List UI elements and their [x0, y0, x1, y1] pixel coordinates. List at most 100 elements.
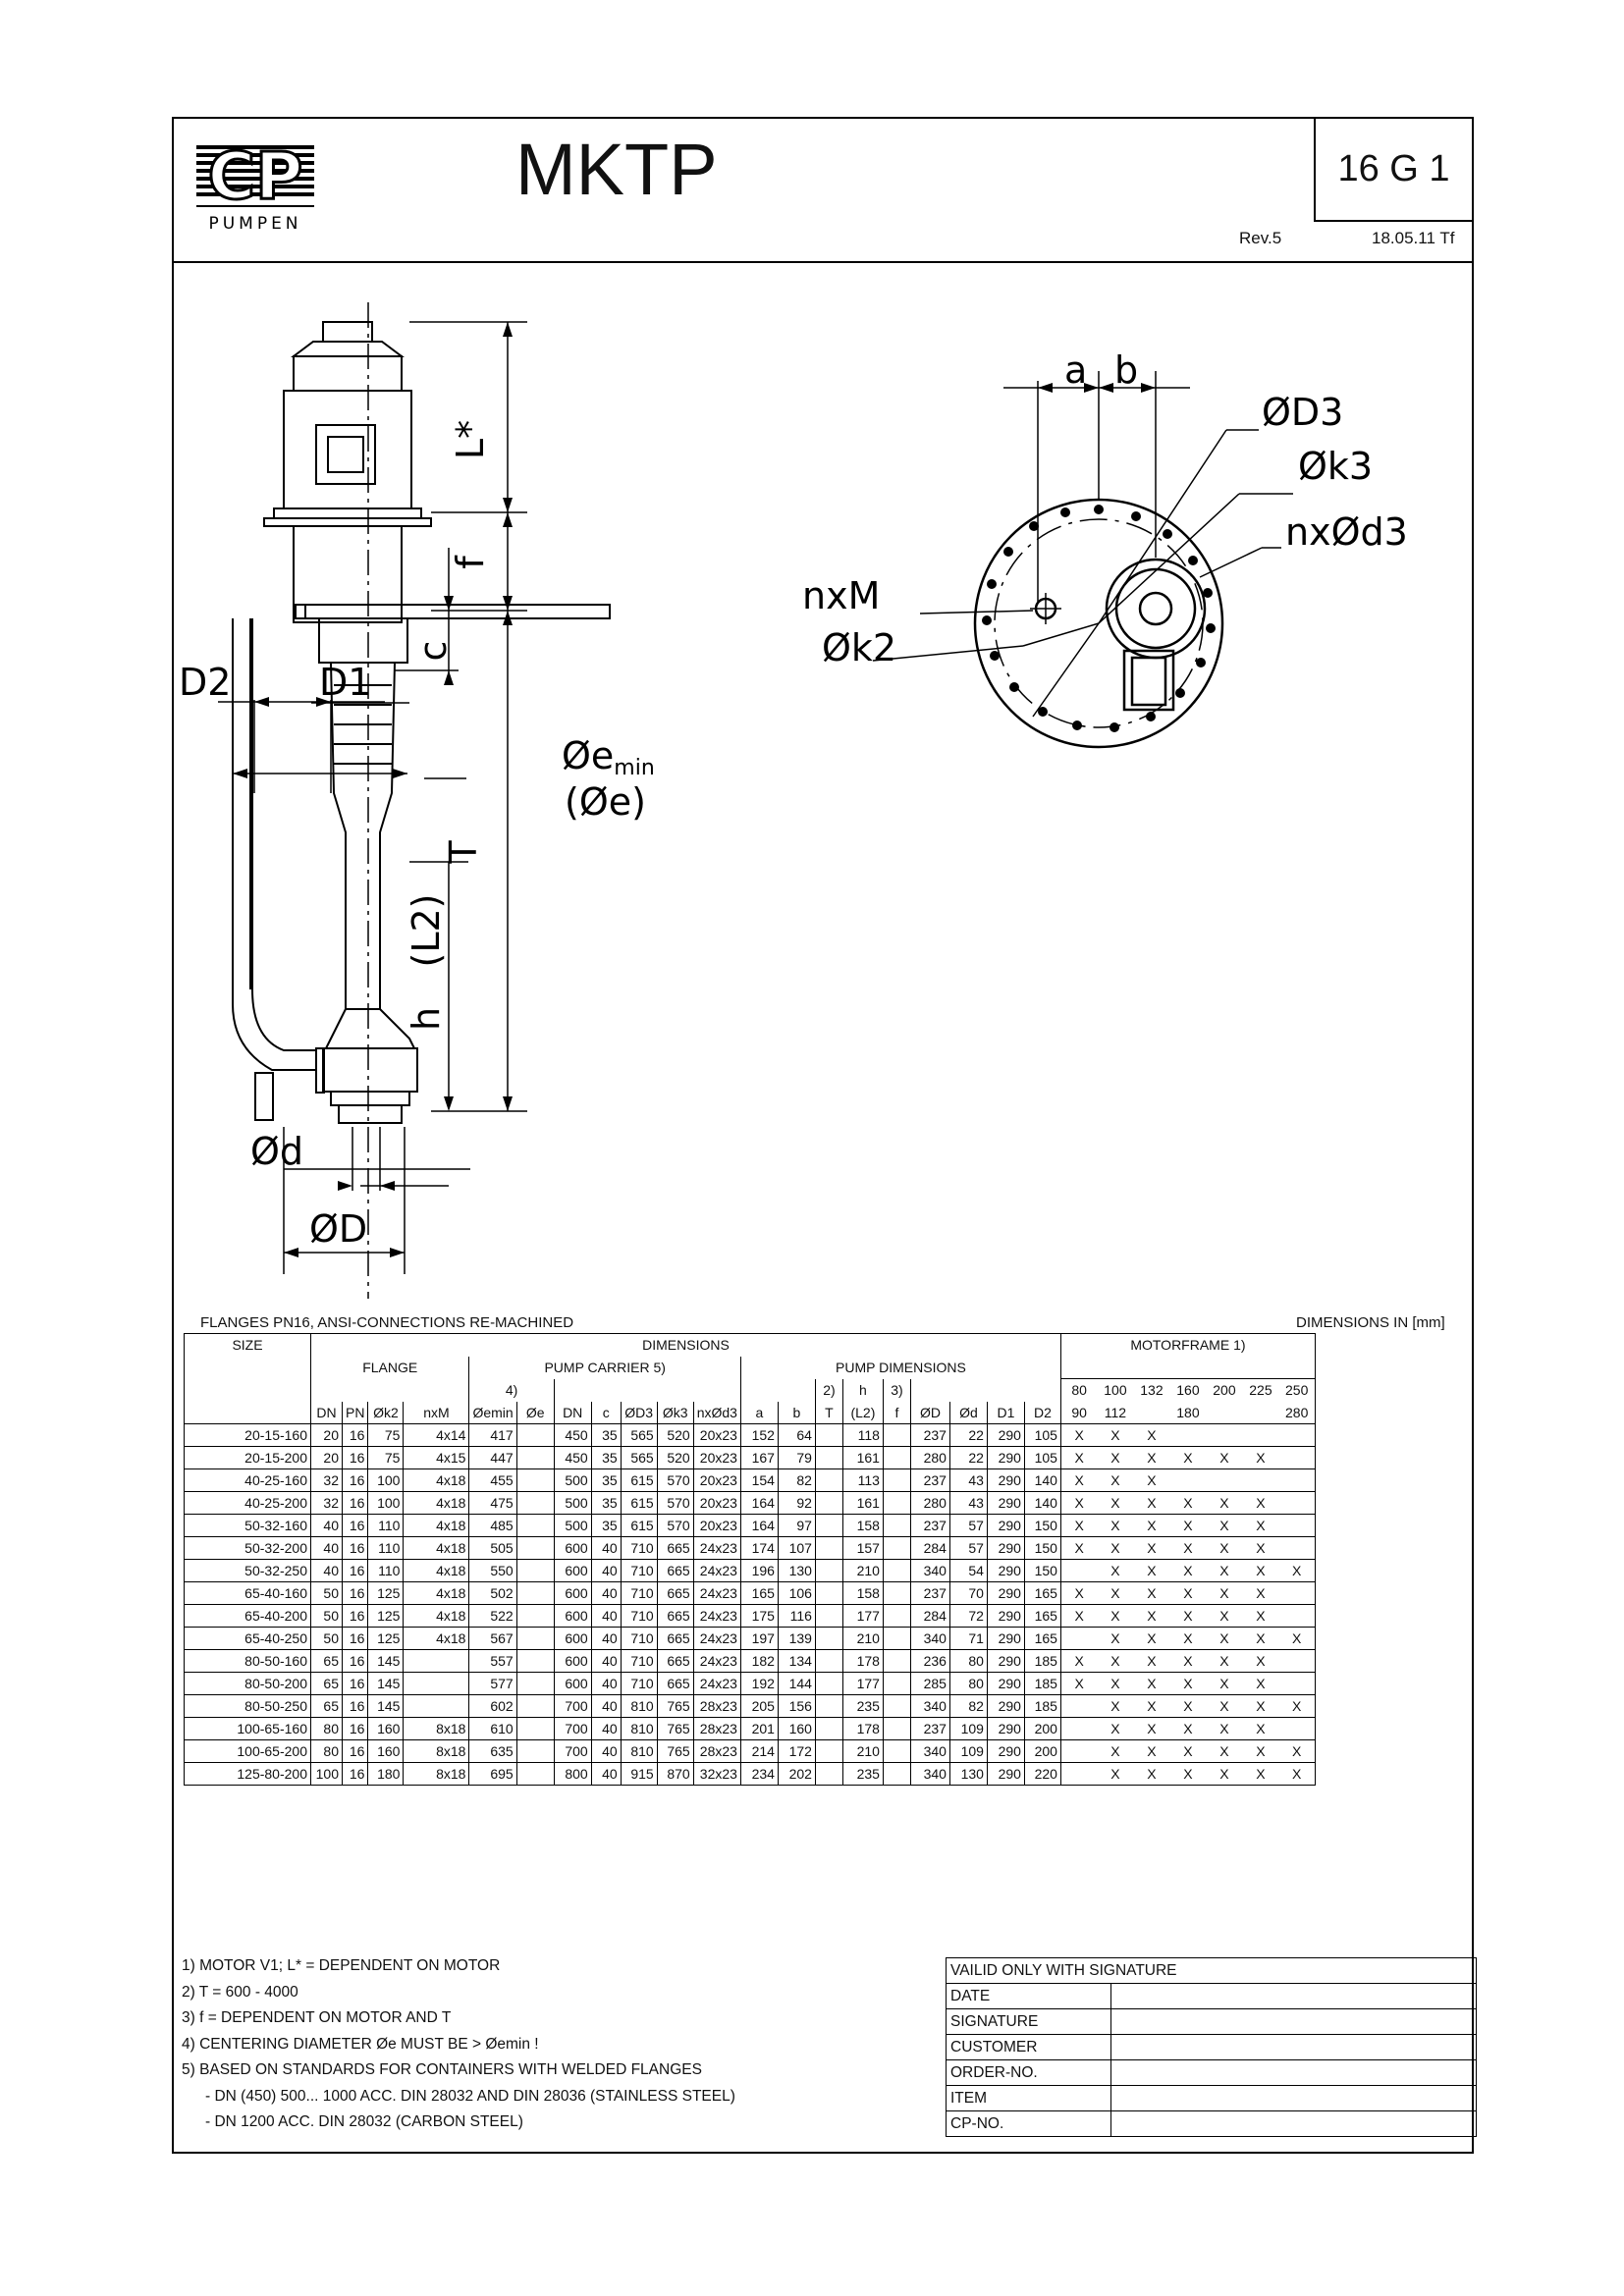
- footnote: 4) CENTERING DIAMETER Øe MUST BE > Øemin…: [182, 2035, 539, 2053]
- dimension-cell: 340: [909, 1739, 950, 1763]
- dimension-cell: 140: [1023, 1491, 1061, 1515]
- motorframe-cell: X: [1242, 1649, 1279, 1673]
- dimension-cell: [882, 1739, 911, 1763]
- dimension-cell: 16: [341, 1468, 369, 1492]
- dimension-cell: [515, 1559, 555, 1582]
- motorframe-bottom: 90: [1059, 1401, 1098, 1424]
- dimension-cell: 290: [986, 1649, 1025, 1673]
- dimension-cell: 565: [620, 1446, 658, 1469]
- label-d3: ØD3: [1262, 391, 1343, 434]
- dimension-cell: 22: [948, 1446, 988, 1469]
- motorframe-cell: [1278, 1717, 1316, 1740]
- signature-field-value[interactable]: [1110, 2110, 1477, 2137]
- signature-field-value[interactable]: [1110, 1983, 1477, 2009]
- motorframe-cell: X: [1097, 1446, 1134, 1469]
- dimension-cell: [515, 1694, 555, 1718]
- dimension-cell: 710: [620, 1604, 658, 1628]
- motorframe-cell: [1278, 1446, 1316, 1469]
- dimension-cell: 450: [553, 1423, 592, 1447]
- dimension-cell: 700: [553, 1739, 592, 1763]
- dimension-cell: [814, 1627, 843, 1650]
- motorframe-cell: X: [1133, 1423, 1170, 1447]
- dimension-cell: 520: [656, 1446, 694, 1469]
- dimension-cell: 164: [739, 1491, 779, 1515]
- dimension-cell: [882, 1514, 911, 1537]
- dimension-cell: 214: [739, 1739, 779, 1763]
- size-cell: 80-50-200: [184, 1672, 311, 1695]
- dimension-cell: 185: [1023, 1649, 1061, 1673]
- motorframe-cell: X: [1133, 1739, 1170, 1763]
- motorframe-cell: X: [1242, 1694, 1279, 1718]
- dimension-cell: 57: [948, 1514, 988, 1537]
- dimension-cell: 174: [739, 1536, 779, 1560]
- size-cell: 40-25-160: [184, 1468, 311, 1492]
- label-e-paren: (Øe): [565, 780, 646, 824]
- header-dimensions: DIMENSIONS: [310, 1333, 1061, 1357]
- motorframe-cell: X: [1059, 1672, 1098, 1695]
- dimension-cell: 175: [739, 1604, 779, 1628]
- dimension-cell: 72: [948, 1604, 988, 1628]
- motorframe-cell: X: [1059, 1446, 1098, 1469]
- dimension-cell: 165: [1023, 1604, 1061, 1628]
- dimension-cell: [515, 1604, 555, 1628]
- motorframe-cell: [1278, 1649, 1316, 1673]
- dimension-cell: 192: [739, 1672, 779, 1695]
- dimension-cell: 106: [777, 1581, 816, 1605]
- label-nxd3: nxØd3: [1285, 510, 1408, 554]
- dimension-cell: 700: [553, 1717, 592, 1740]
- dimension-cell: 80: [948, 1649, 988, 1673]
- dimension-cell: 505: [468, 1536, 517, 1560]
- motorframe-cell: X: [1133, 1468, 1170, 1492]
- dimension-cell: 134: [777, 1649, 816, 1673]
- label-b: b: [1114, 348, 1138, 392]
- motorframe-cell: [1169, 1423, 1207, 1447]
- dimension-cell: 200: [1023, 1739, 1061, 1763]
- dimension-cell: 600: [553, 1649, 592, 1673]
- revision-label: Rev.5: [1239, 229, 1282, 247]
- dimension-cell: 16: [341, 1559, 369, 1582]
- dimension-cell: 570: [656, 1514, 694, 1537]
- signature-field-value[interactable]: [1110, 2085, 1477, 2111]
- dimension-cell: 280: [909, 1446, 950, 1469]
- motorframe-cell: [1278, 1491, 1316, 1515]
- signature-field-value[interactable]: [1110, 2008, 1477, 2035]
- dimension-cell: 915: [620, 1762, 658, 1786]
- dimension-cell: [814, 1739, 843, 1763]
- dimension-cell: 280: [909, 1491, 950, 1515]
- motorframe-cell: X: [1278, 1762, 1316, 1786]
- signature-field-label: SIGNATURE: [946, 2008, 1111, 2035]
- motorframe-cell: X: [1169, 1762, 1207, 1786]
- dimension-cell: 16: [341, 1627, 369, 1650]
- col-header: a: [739, 1401, 779, 1424]
- signature-field-value[interactable]: [1110, 2059, 1477, 2086]
- motorframe-cell: [1278, 1581, 1316, 1605]
- motorframe-cell: X: [1206, 1739, 1243, 1763]
- dimension-cell: 185: [1023, 1672, 1061, 1695]
- dimension-cell: 602: [468, 1694, 517, 1718]
- dimension-cell: 8x18: [403, 1717, 470, 1740]
- dimension-cell: 180: [367, 1762, 405, 1786]
- dimension-cell: 24x23: [692, 1604, 741, 1628]
- dimension-cell: 110: [367, 1559, 405, 1582]
- dimension-cell: 16: [341, 1604, 369, 1628]
- col-header: ØD3: [620, 1401, 658, 1424]
- motorframe-top: 80: [1059, 1378, 1098, 1402]
- motorframe-bottom: 180: [1169, 1401, 1207, 1424]
- motorframe-cell: [1242, 1468, 1279, 1492]
- motorframe-cell: X: [1133, 1672, 1170, 1695]
- dimension-cell: 145: [367, 1694, 405, 1718]
- dimension-cell: 4x18: [403, 1581, 470, 1605]
- signature-field-value[interactable]: [1110, 2034, 1477, 2060]
- dimension-cell: 160: [367, 1739, 405, 1763]
- dimension-cell: 290: [986, 1604, 1025, 1628]
- motorframe-cell: X: [1169, 1694, 1207, 1718]
- motorframe-cell: X: [1169, 1604, 1207, 1628]
- motorframe-bottom: 280: [1278, 1401, 1316, 1424]
- col-header: Øk3: [656, 1401, 694, 1424]
- dimension-cell: 284: [909, 1604, 950, 1628]
- motorframe-top: 250: [1278, 1378, 1316, 1402]
- dimension-cell: [515, 1491, 555, 1515]
- dimension-cell: 765: [656, 1717, 694, 1740]
